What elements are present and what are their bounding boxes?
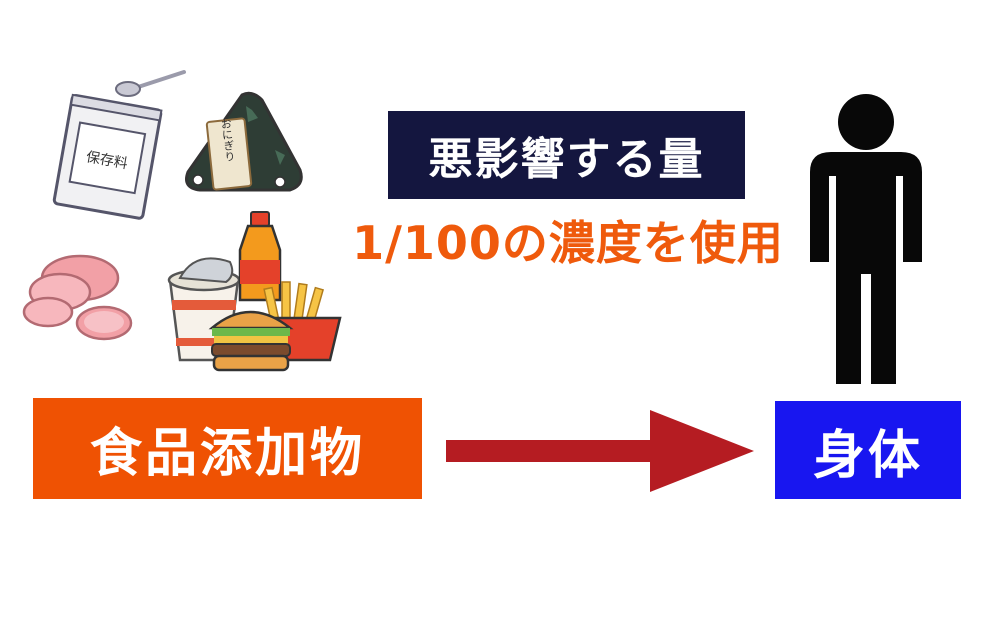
preservative-label: 保存料 — [85, 149, 129, 172]
ham-icon — [22, 254, 133, 341]
body-box: 身体 — [775, 401, 961, 499]
food-additive-box: 食品添加物 — [33, 398, 422, 499]
onigiri-icon: おにぎり — [185, 91, 303, 192]
hamburger-icon — [208, 310, 294, 372]
concentration-label: 1/100の濃度を使用 — [352, 216, 784, 270]
food-additive-label: 食品添加物 — [89, 424, 365, 484]
effect-amount-label: 悪影響する量 — [428, 134, 705, 185]
body-label: 身体 — [812, 425, 923, 486]
arrow-icon — [446, 410, 754, 492]
concentration-text: 1/100の濃度を使用 — [318, 205, 818, 275]
onigiri-label: おにぎり — [219, 117, 237, 162]
preservative-packet-icon: 保存料 — [52, 93, 163, 220]
soda-bottle-icon — [238, 211, 282, 302]
person-icon — [810, 94, 922, 384]
effect-amount-banner: 悪影響する量 — [388, 111, 745, 199]
